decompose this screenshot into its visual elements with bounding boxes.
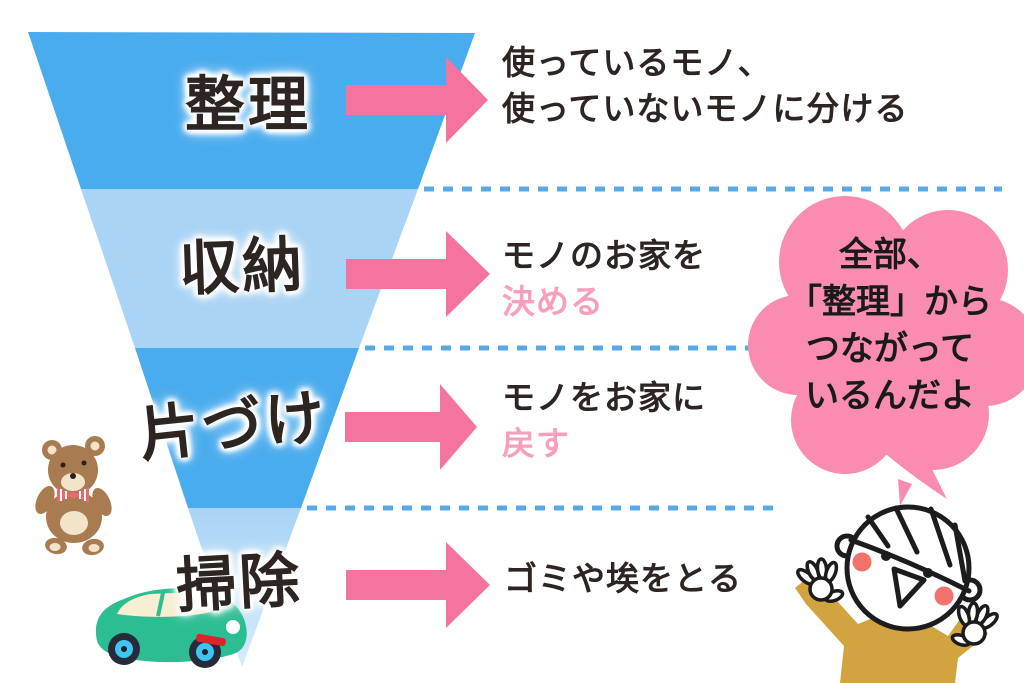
desc-row-1: 使っているモノ、 使っていないモノに分ける: [502, 40, 908, 132]
child-eye-right: [923, 568, 933, 578]
funnel-level-3: [135, 348, 359, 508]
teddy-bear-illustration: [35, 436, 112, 556]
desc-row-3-line-2: 戻す: [502, 425, 570, 462]
speech-bubble: [748, 196, 1024, 499]
child-eye-left: [881, 551, 891, 561]
desc-row-4: ゴミや埃をとる: [504, 556, 742, 602]
desc-row-2-line-1: モノのお家を: [502, 237, 706, 274]
desc-row-2: モノのお家を 決める: [502, 233, 706, 325]
bubble-line-4: いるんだよ: [805, 377, 975, 415]
funnel-label-seiri: 整理: [185, 71, 311, 139]
bubble-line-3: つながって: [805, 330, 975, 368]
desc-row-1-line-2: 使っていないモノに分ける: [502, 90, 909, 127]
funnel-level-4: [188, 508, 301, 667]
toy-car-illustration: [95, 588, 247, 668]
speech-bubble-tail: [875, 432, 947, 499]
funnel-level-2: [81, 189, 418, 348]
speech-bubble-text: 全部、 「整理」から つながって いるんだよ: [770, 232, 1010, 420]
desc-row-2-line-2: 決める: [502, 283, 604, 320]
child-mouth: [891, 566, 927, 609]
arrow-icon-2: [346, 231, 490, 317]
arrow-icon-1: [346, 57, 488, 143]
bubble-line-2: 「整理」から: [788, 283, 992, 321]
child-cheek-left: [852, 552, 872, 572]
arrow-group: [345, 57, 490, 628]
child-left-hand: [796, 557, 845, 603]
child-right-hand: [950, 601, 999, 647]
child-cap: [848, 505, 972, 594]
waving-child-illustration: [795, 479, 999, 683]
desc-row-3: モノをお家に 戻す: [502, 375, 706, 467]
funnel-label-shunou: 収納: [178, 231, 307, 303]
funnel-level-1: [28, 32, 475, 189]
bear-bow: [57, 487, 89, 503]
bubble-line-1: 全部、: [839, 236, 941, 274]
desc-row-3-line-1: モノをお家に: [502, 379, 706, 416]
sparkle-icon: [898, 479, 912, 506]
arrow-icon-3: [345, 384, 477, 470]
arrow-icon-4: [346, 542, 490, 628]
funnel-label-souji: 掃除: [174, 546, 304, 620]
child-cheek-right: [934, 586, 954, 606]
desc-row-4-line-1: ゴミや埃をとる: [504, 560, 742, 597]
desc-row-1-line-1: 使っているモノ、: [502, 44, 772, 81]
